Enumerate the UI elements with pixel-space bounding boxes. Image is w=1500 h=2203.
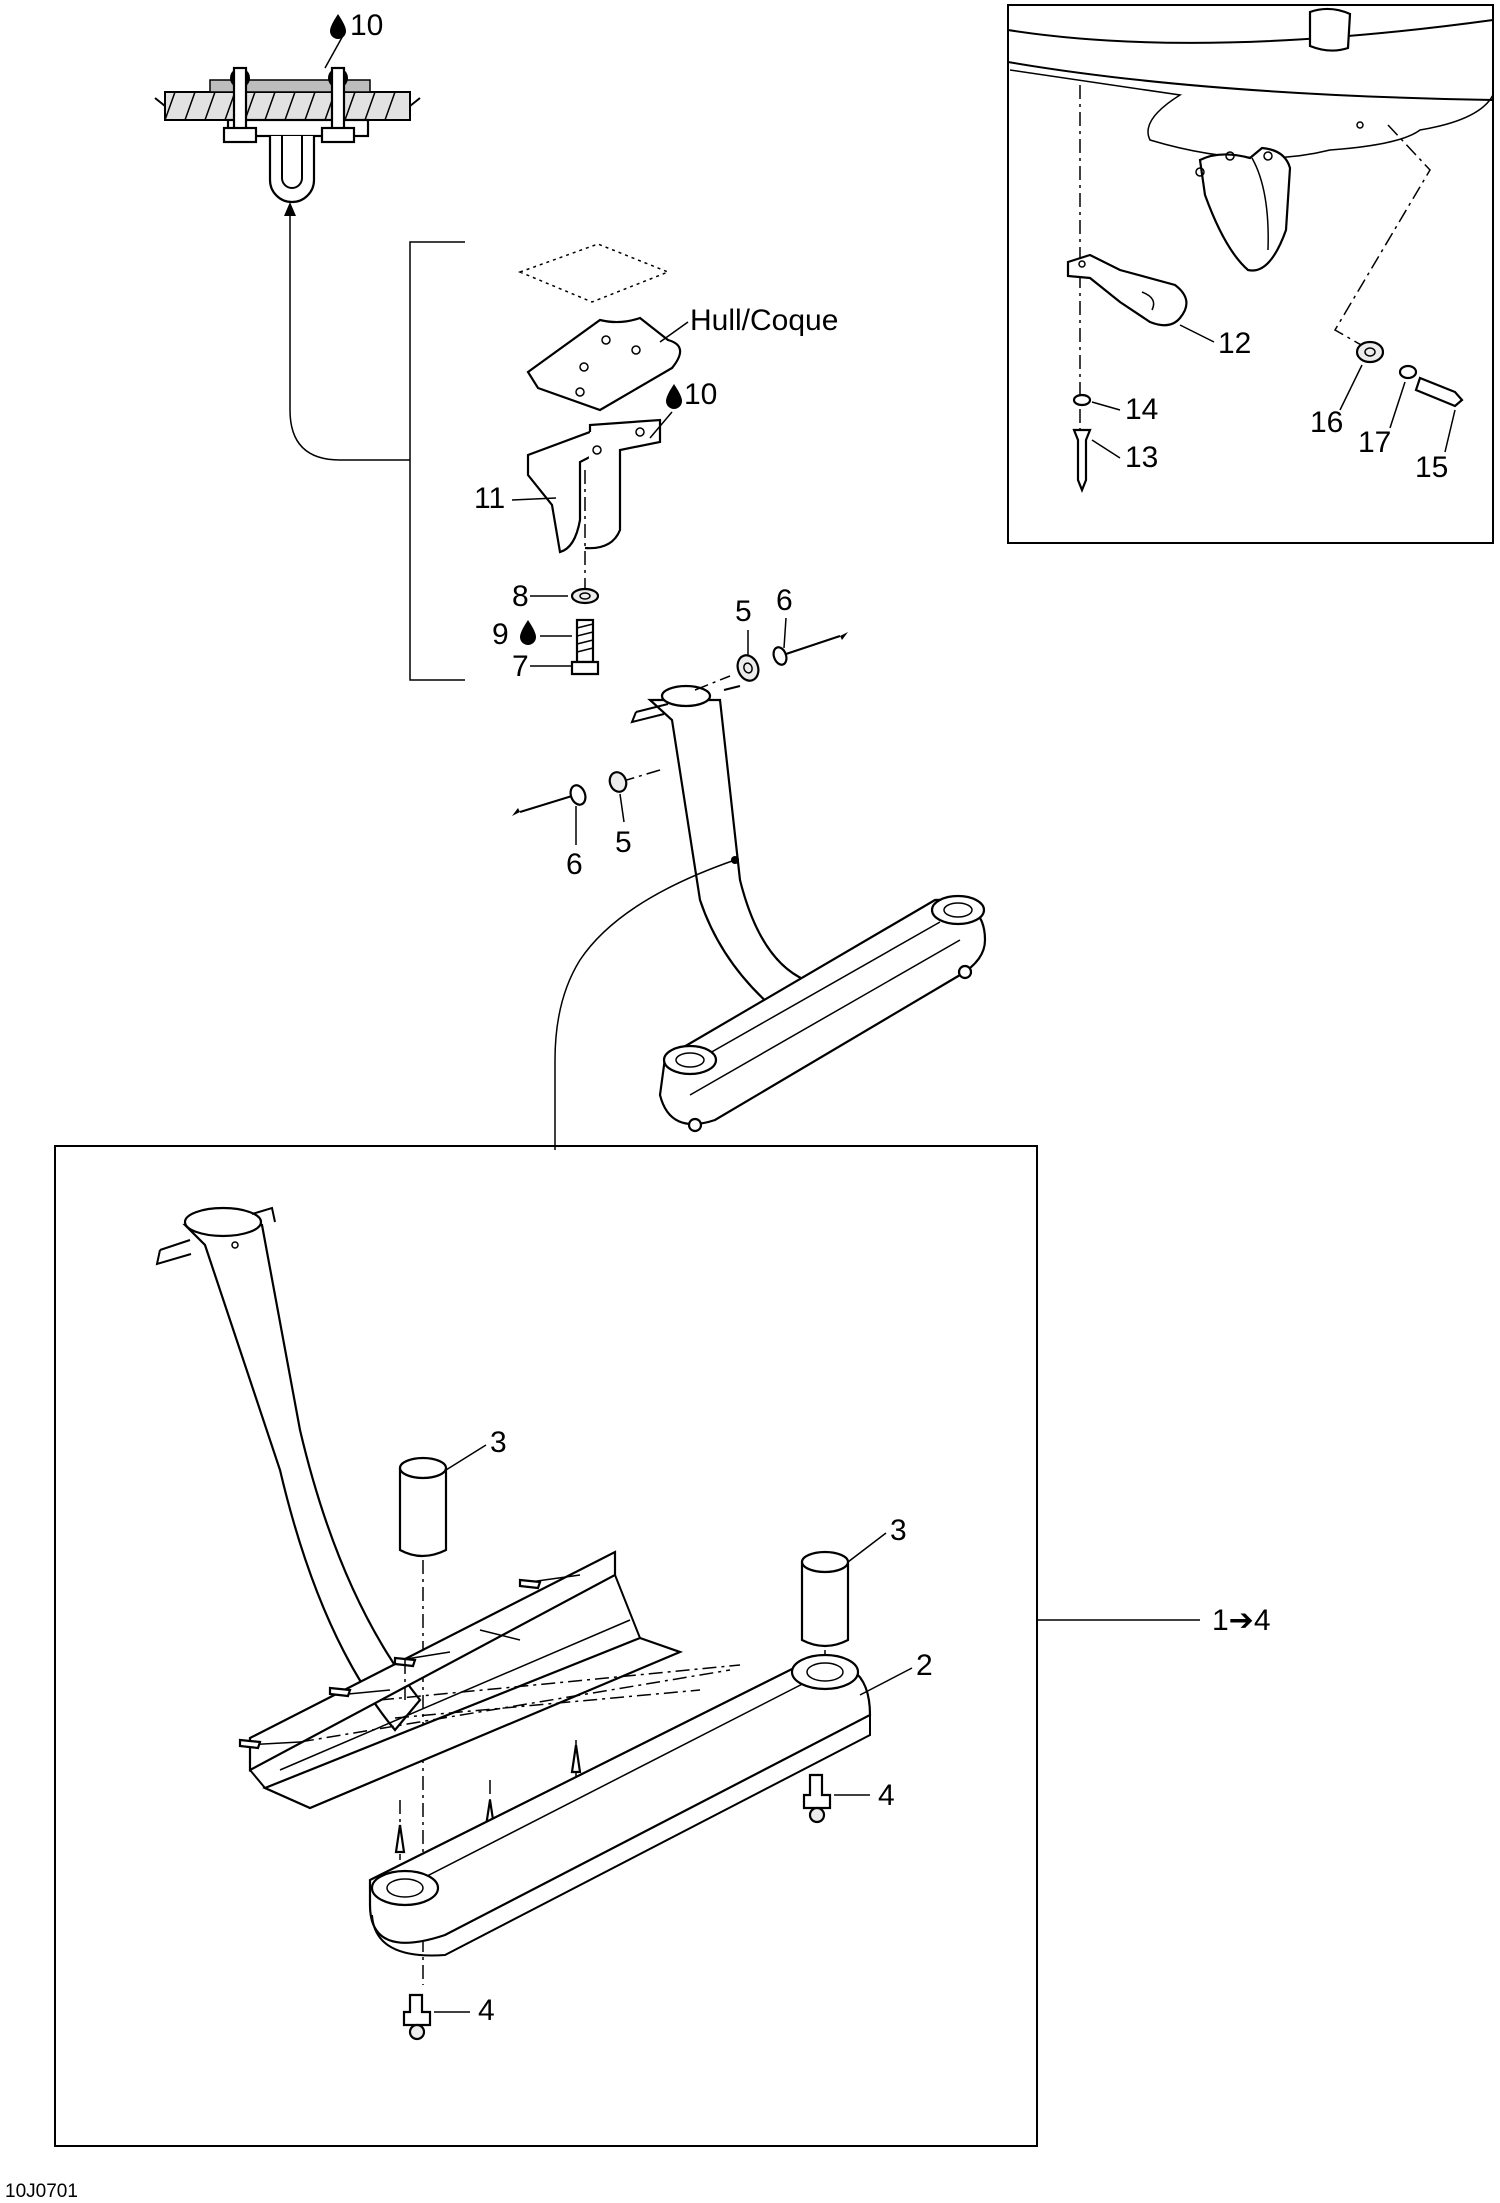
callout-15: 15: [1415, 451, 1448, 484]
drop-icon: [520, 620, 536, 645]
hull-section-detail: 10: [154, 9, 421, 204]
hull-label: Hull/Coque: [690, 304, 838, 337]
callout-4-right: 4: [878, 1779, 895, 1812]
callout-12: 12: [1218, 327, 1251, 360]
callout-16: 16: [1310, 406, 1343, 439]
bracket-assembly: Hull/Coque 11 10 8 9 7: [474, 243, 838, 683]
callout-5-right: 5: [735, 595, 752, 628]
callout-4-left: 4: [478, 1994, 495, 2027]
callout-14: 14: [1125, 393, 1158, 426]
stand-assembled: 5 6 5 6: [512, 584, 987, 1150]
callout-3-left: 3: [490, 1426, 507, 1459]
installation-detail: 12 14 13 16 17 15: [1007, 7, 1494, 493]
callout-5-left: 5: [615, 826, 632, 859]
callout-6-left: 6: [566, 848, 583, 881]
callout-10-top: 10: [350, 9, 383, 42]
figure-code: 10J0701: [5, 2181, 78, 2202]
callout-7: 7: [512, 650, 529, 683]
callout-8: 8: [512, 580, 529, 613]
drop-icon: [666, 384, 682, 409]
stand-exploded: 3 3 2: [155, 1206, 933, 2041]
callout-2: 2: [916, 1649, 933, 1682]
stand-exploded-frame: [54, 1145, 1038, 2147]
callout-6-right: 6: [776, 584, 793, 617]
callout-11: 11: [474, 482, 505, 515]
group-bracket: [409, 241, 465, 681]
callout-17: 17: [1358, 426, 1391, 459]
installation-detail-frame: [1007, 4, 1494, 544]
callout-9: 9: [492, 618, 509, 651]
callout-3-right: 3: [890, 1514, 907, 1547]
reference-arrow: [289, 208, 410, 461]
callout-13: 13: [1125, 441, 1158, 474]
callout-10-bracket: 10: [684, 378, 717, 411]
callout-1-to-4: 1➔4: [1212, 1604, 1271, 1637]
